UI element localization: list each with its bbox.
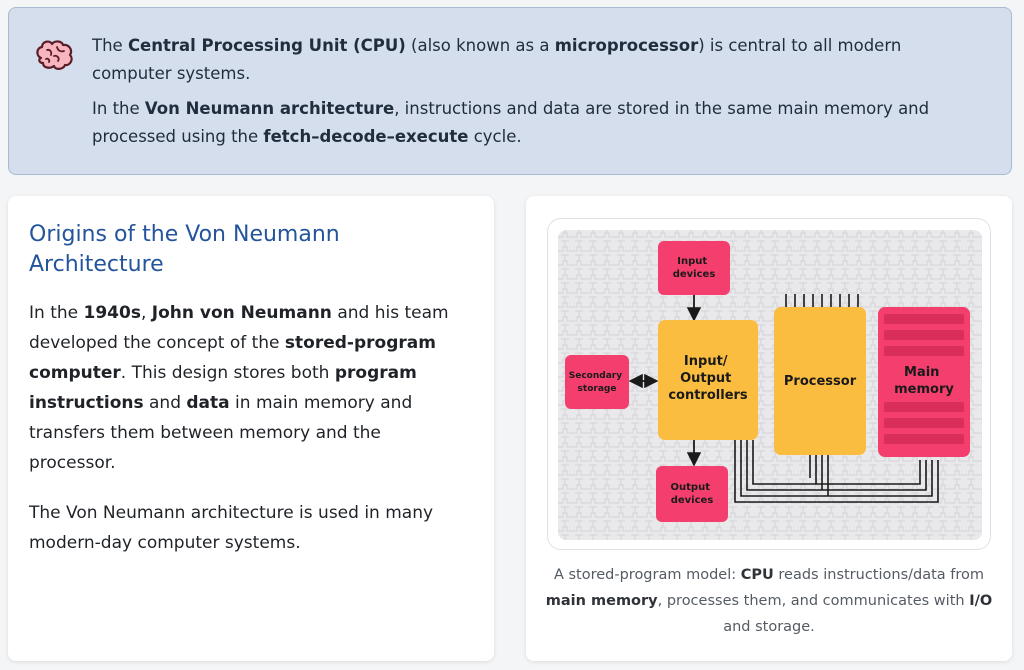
brain-icon — [33, 36, 77, 76]
text-run: reads instructions/data from — [773, 567, 985, 583]
bold-text: CPU — [740, 567, 774, 583]
output-devices-label: Output devices — [671, 482, 714, 506]
text-run: ) is central to all modern computer syst… — [92, 36, 902, 83]
figure-caption: A stored-program model: CPU reads instru… — [542, 562, 996, 640]
origins-paragraph-2: The Von Neumann architecture is used in … — [29, 498, 469, 558]
origins-paragraph-1: In the 1940s, John von Neumann and his t… — [29, 298, 469, 478]
text-run: The Von Neumann architecture is used in … — [29, 503, 434, 553]
processor-label: Processor — [784, 374, 857, 389]
text-run: , instructions and data are stored in th… — [92, 99, 930, 146]
callout-paragraph-1: The Central Processing Unit (CPU) (also … — [92, 32, 982, 88]
text-run: . This design stores both — [120, 363, 335, 383]
von-neumann-diagram: Input devices Output devices S — [558, 230, 982, 540]
secondary-storage-label: Secondary storage — [569, 371, 625, 394]
bold-text: 1940s — [83, 303, 141, 323]
main-memory-box: Main memory — [878, 307, 970, 457]
text-run: and storage. — [723, 619, 815, 635]
bold-text: fetch–decode–execute — [263, 127, 469, 146]
text-run: , — [140, 303, 152, 323]
output-devices-box: Output devices — [656, 466, 728, 522]
input-devices-box: Input devices — [658, 241, 730, 295]
bold-text: microprocessor — [554, 36, 699, 55]
origins-card: Origins of the Von Neumann Architecture … — [8, 196, 494, 661]
callout-box: The Central Processing Unit (CPU) (also … — [8, 7, 1012, 175]
bold-text: Central Processing Unit (CPU) — [127, 36, 406, 55]
diagram-figure: Input devices Output devices S — [547, 218, 991, 550]
callout-paragraph-2: In the Von Neumann architecture, instruc… — [92, 95, 982, 151]
main-memory-label: Main memory — [894, 365, 954, 397]
processor-pins — [785, 294, 859, 307]
text-run: in main memory and transfers them betwee… — [29, 393, 413, 473]
io-controllers-box: Input/ Output controllers — [658, 320, 758, 440]
bold-text: John von Neumann — [151, 303, 332, 323]
secondary-storage-box: Secondary storage — [565, 355, 629, 409]
text-run: (also known as a — [405, 36, 555, 55]
text-run: A stored-program model: — [553, 567, 741, 583]
bold-text: main memory — [545, 593, 658, 609]
processor-box: Processor — [774, 307, 866, 455]
input-devices-label: Input devices — [673, 256, 716, 280]
text-run: In the — [92, 99, 145, 118]
bold-text: stored-program computer — [29, 333, 436, 383]
bold-text: I/O — [969, 593, 993, 609]
diagram-card: Input devices Output devices S — [526, 196, 1012, 661]
text-run: In the — [29, 303, 84, 323]
text-run: cycle. — [468, 127, 522, 146]
text-run: , processes them, and communicates with — [657, 593, 970, 609]
text-run: and his team developed the concept of th… — [29, 303, 449, 353]
bold-text: program instructions — [29, 363, 417, 413]
text-run: and — [143, 393, 187, 413]
section-title: Origins of the Von Neumann Architecture — [29, 222, 340, 277]
io-controllers-label: Input/ Output controllers — [668, 354, 748, 403]
bold-text: data — [186, 393, 230, 413]
bus-lines — [734, 440, 939, 503]
text-run: The — [92, 36, 128, 55]
bold-text: Von Neumann architecture — [144, 99, 395, 118]
